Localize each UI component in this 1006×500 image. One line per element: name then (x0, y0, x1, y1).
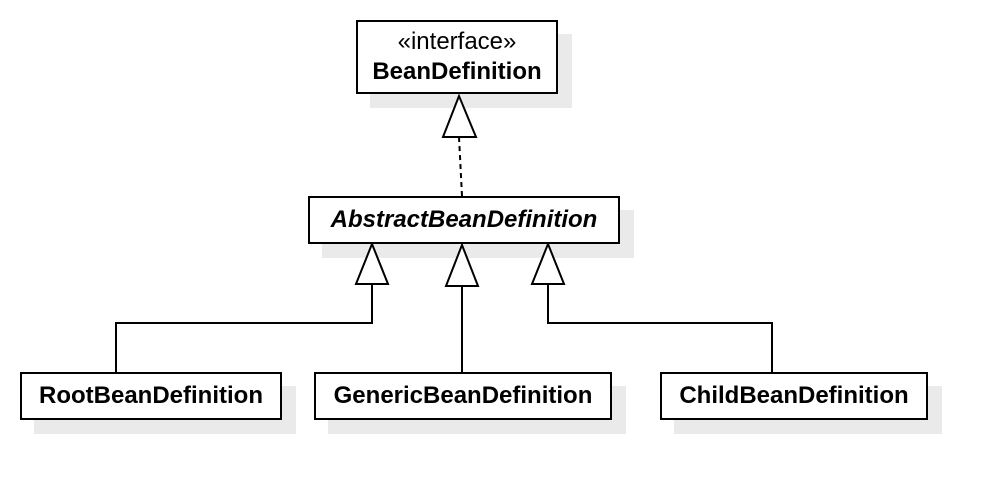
root-bean-definition-class: RootBeanDefinition (20, 372, 282, 420)
abstract-class-name: AbstractBeanDefinition (330, 206, 598, 233)
interface-bean-definition: «interface» BeanDefinition (356, 20, 558, 94)
generic-generalization-arrowhead (444, 242, 480, 287)
interface-name: BeanDefinition (372, 58, 542, 85)
realization-line (458, 136, 463, 197)
root-generalization-arrowhead (354, 241, 390, 285)
child-generalization-line (547, 284, 773, 372)
root-class-name: RootBeanDefinition (39, 382, 263, 409)
abstract-bean-definition-class: AbstractBeanDefinition (308, 196, 620, 244)
generic-bean-definition-class: GenericBeanDefinition (314, 372, 612, 420)
child-bean-definition-class: ChildBeanDefinition (660, 372, 928, 420)
child-class-name: ChildBeanDefinition (679, 382, 909, 409)
realization-arrowhead (441, 93, 478, 138)
generic-class-name: GenericBeanDefinition (333, 382, 593, 409)
root-generalization-line (115, 284, 373, 372)
interface-stereotype: «interface» (397, 28, 517, 55)
child-generalization-arrowhead (530, 241, 566, 285)
